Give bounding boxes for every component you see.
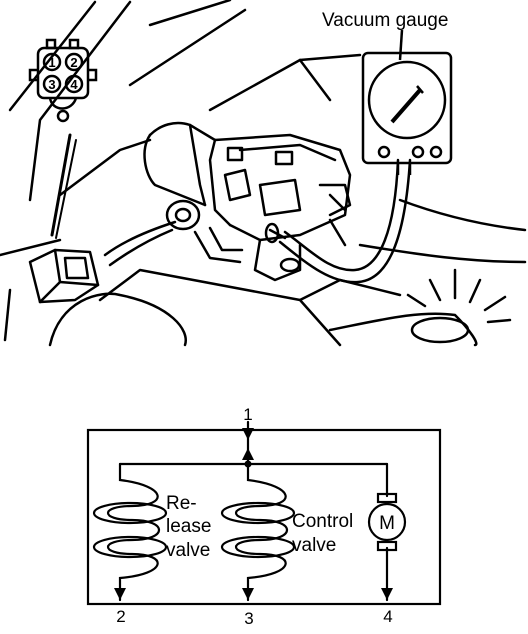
terminal-2-label: 2 xyxy=(116,607,125,626)
leader-line-shadow xyxy=(55,139,77,239)
schematic-enclosure xyxy=(86,428,442,606)
release-valve-label-line2: lease xyxy=(166,516,211,537)
connector-pin-3: 3 xyxy=(48,77,55,92)
engine-block-outline xyxy=(48,268,478,347)
terminal-1-label: 1 xyxy=(243,405,252,424)
control-valve-label-line1: Control xyxy=(292,511,353,532)
terminal-4-label: 4 xyxy=(383,607,392,626)
release-valve-label-line1: Re- xyxy=(166,493,197,514)
release-valve-label-line3: valve xyxy=(166,540,210,561)
release-valve-coil xyxy=(107,462,161,602)
connector-pin-2: 2 xyxy=(70,55,77,70)
wiring-harness xyxy=(103,220,177,267)
vacuum-gauge-label: Vacuum gauge xyxy=(322,10,448,31)
fan-blades xyxy=(406,268,512,324)
motor-symbol xyxy=(367,502,407,542)
control-valve-coil xyxy=(235,462,289,602)
wiring-connector xyxy=(28,248,100,304)
vacuum-gauge xyxy=(361,29,453,175)
control-valve-label-line2: valve xyxy=(292,535,336,556)
connector-face-view xyxy=(28,38,98,123)
body-panel-lines xyxy=(0,0,527,342)
terminal-3-label: 3 xyxy=(244,609,253,628)
vacuum-actuator xyxy=(143,121,352,282)
valve-schematic xyxy=(86,420,442,606)
vacuum-hose xyxy=(278,158,412,284)
engine-bay-illustration xyxy=(0,0,527,347)
leader-line xyxy=(50,133,72,237)
motor-letter: M xyxy=(379,513,395,534)
connector-pin-1: 1 xyxy=(48,55,55,70)
connector-pin-4: 4 xyxy=(70,77,78,92)
schematic-nodes xyxy=(114,428,393,600)
